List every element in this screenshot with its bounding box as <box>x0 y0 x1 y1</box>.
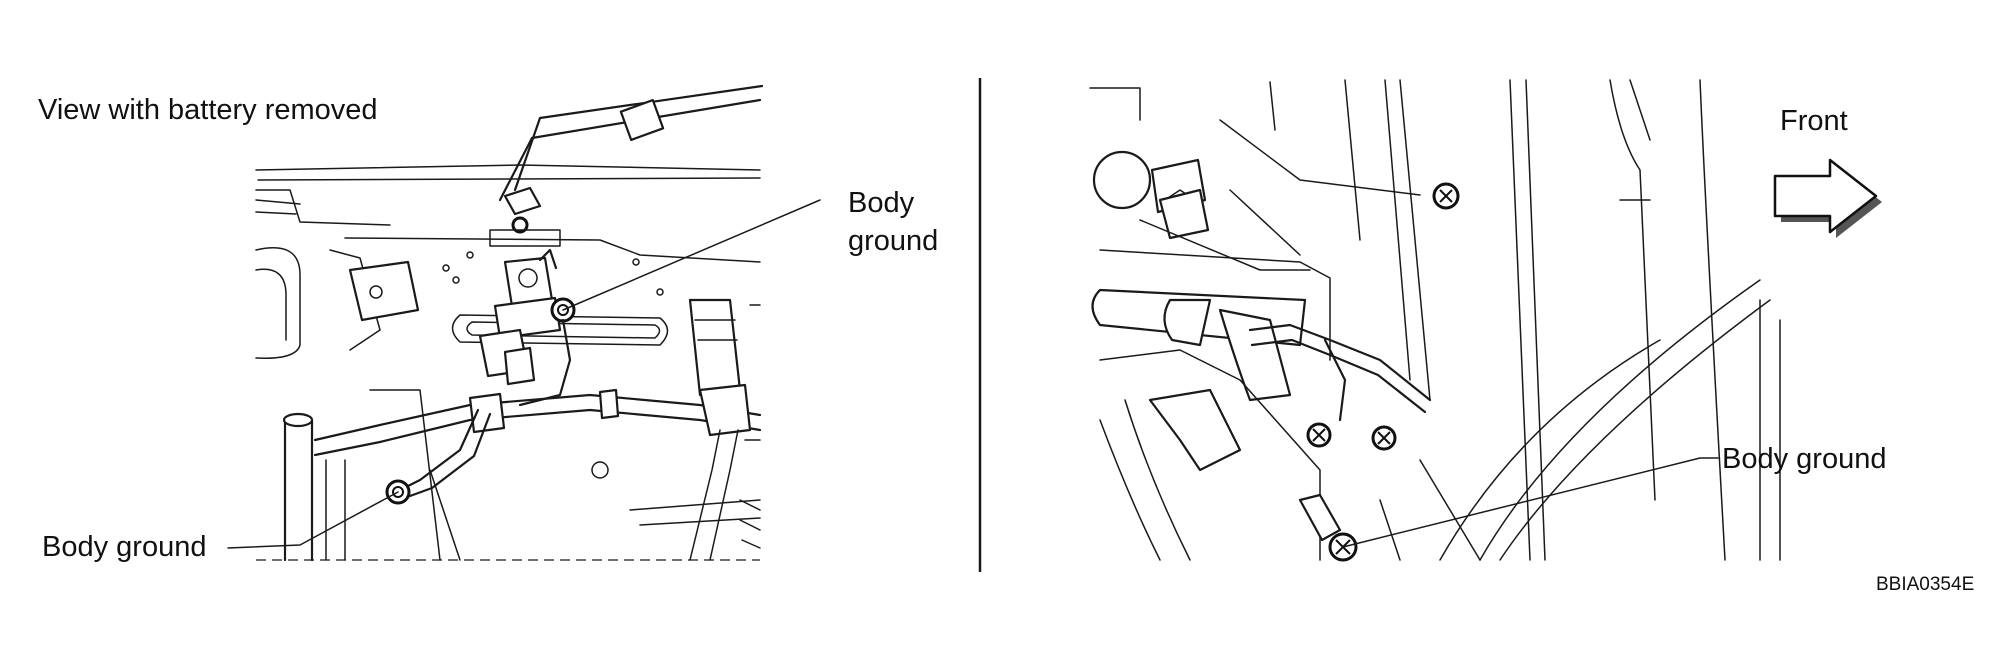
leader-line-upper <box>562 199 821 311</box>
label-body-ground-upper-line2: ground <box>848 225 938 257</box>
left-panel: View with battery removed <box>38 84 938 563</box>
figure-code: BBIA0354E <box>1876 574 1974 595</box>
right-panel: Front Body ground <box>1089 79 1886 562</box>
left-panel-caption: View with battery removed <box>38 94 378 126</box>
front-arrow-icon <box>1773 158 1882 238</box>
leader-line-right <box>1342 457 1719 548</box>
engine-bay-illustration <box>255 84 764 562</box>
label-body-ground-lower: Body ground <box>42 531 206 563</box>
leader-line-lower <box>227 491 399 549</box>
label-body-ground-right: Body ground <box>1722 443 1886 475</box>
label-body-ground-upper-line1: Body <box>848 187 915 219</box>
body-side-illustration <box>1089 79 1781 562</box>
front-direction-label: Front <box>1780 105 1848 137</box>
